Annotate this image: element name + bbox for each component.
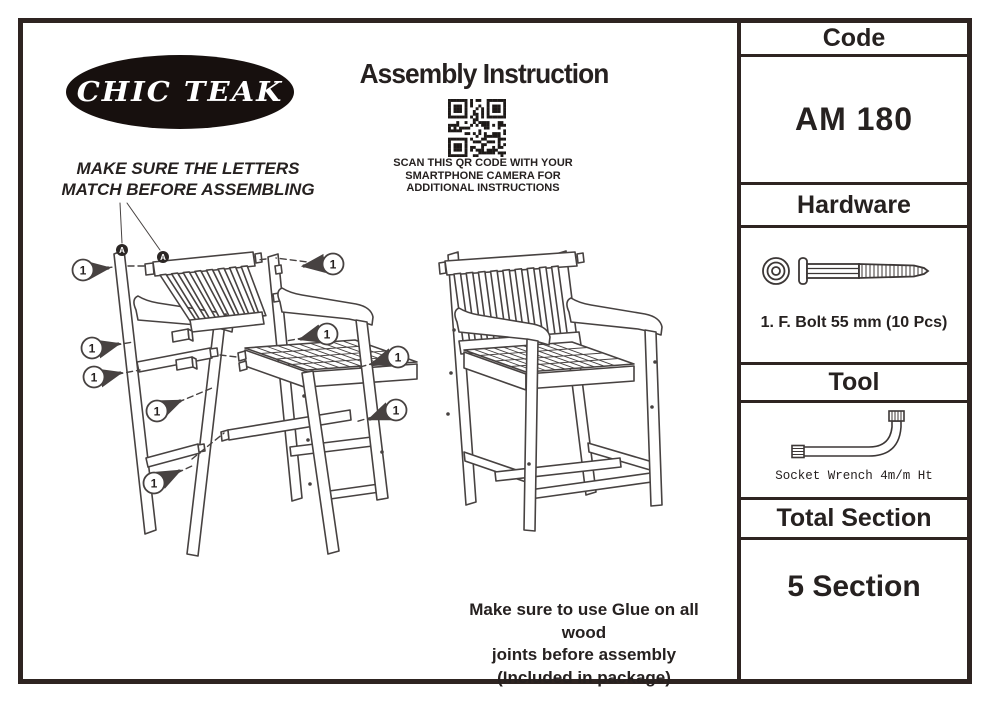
assembly-diagram: 1 1 1 1 1 1 1 1 1 A A [71, 202, 663, 557]
qr-caption-line: ADDITIONAL INSTRUCTIONS [406, 182, 560, 194]
hardware-header: Hardware [797, 190, 911, 219]
svg-text:1: 1 [80, 264, 87, 278]
bolt-head-dots [446, 328, 657, 466]
hardware-header-cell: Hardware [741, 185, 967, 228]
code-header: Code [822, 24, 886, 52]
hardware-item-cell: 1. F. Bolt 55 mm (10 Pcs) [741, 228, 967, 365]
tool-item-label: Socket Wrench 4m/m Ht [775, 469, 933, 483]
letters-match-note-line: MATCH BEFORE ASSEMBLING [61, 180, 315, 199]
glue-note: Make sure to use Glue on all wood joints… [446, 599, 722, 689]
total-section-header: Total Section [776, 504, 932, 532]
letters-match-note-line: MAKE SURE THE LETTERS [76, 159, 300, 178]
total-header-cell: Total Section [741, 500, 967, 540]
total-value-cell: 5 Section [741, 540, 967, 679]
glue-note-line: joints before assembly [491, 645, 677, 664]
qr-code [448, 99, 507, 158]
page-border-frame [18, 18, 972, 684]
svg-text:1: 1 [154, 405, 161, 419]
svg-text:1: 1 [151, 477, 158, 491]
socket-wrench-icon [791, 410, 905, 459]
qr-code-icon [448, 99, 507, 158]
assembled-chair [438, 250, 663, 532]
bolt-glyphs [86, 253, 395, 489]
exploded-chair: 1 1 1 1 1 1 1 1 1 A A [71, 244, 418, 557]
code-value-cell: AM 180 [741, 57, 967, 185]
brand-logo: CHIC TEAK [66, 55, 294, 129]
glue-note-line: (Included in package) [497, 667, 671, 687]
svg-text:1: 1 [330, 258, 337, 272]
svg-text:A: A [119, 246, 125, 255]
part-callouts: 1 1 1 1 1 1 1 1 1 [71, 252, 410, 495]
glue-note-line: Make sure to use Glue on all wood [469, 600, 699, 642]
qr-caption-line: SCAN THIS QR CODE WITH YOUR [393, 157, 573, 169]
tool-header-cell: Tool [741, 365, 967, 403]
bolt-icon [762, 257, 930, 285]
svg-text:A: A [160, 253, 166, 262]
code-value: AM 180 [794, 101, 914, 137]
qr-caption: SCAN THIS QR CODE WITH YOUR SMARTPHONE C… [353, 157, 613, 195]
code-header-cell: Code [741, 23, 967, 57]
page-title: Assembly Instruction [359, 58, 610, 89]
svg-text:1: 1 [89, 342, 96, 356]
svg-text:1: 1 [395, 351, 402, 365]
match-markers: A A [116, 244, 169, 263]
backrest-panel [144, 251, 267, 333]
tool-header: Tool [828, 368, 880, 396]
tool-item-cell: Socket Wrench 4m/m Ht [741, 403, 967, 500]
svg-text:1: 1 [393, 404, 400, 418]
spec-sidebar: Code AM 180 Hardware [737, 23, 967, 679]
hardware-item-label: 1. F. Bolt 55 mm (10 Pcs) [760, 314, 948, 331]
brand-logo-text: CHIC TEAK [76, 76, 284, 108]
svg-text:1: 1 [91, 371, 98, 385]
total-section-value: 5 Section [787, 570, 921, 603]
qr-caption-line: SMARTPHONE CAMERA FOR [405, 169, 561, 182]
letters-match-note: MAKE SURE THE LETTERS MATCH BEFORE ASSEM… [54, 158, 322, 200]
match-pointer-lines [119, 202, 161, 251]
svg-text:1: 1 [324, 328, 331, 342]
